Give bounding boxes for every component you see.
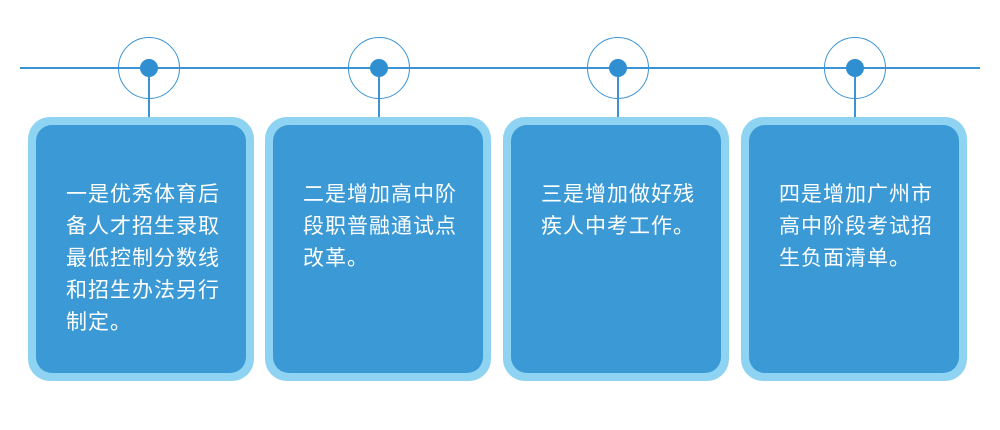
timeline-node-dot-2 — [370, 59, 388, 77]
card-4-text: 四是增加广州市高中阶段考试招生负面清单。 — [779, 182, 933, 270]
card-1-text: 一是优秀体育后备人才招生录取最低控制分数线和招生办法另行制定。 — [66, 182, 220, 334]
card-4: 四是增加广州市高中阶段考试招生负面清单。 — [741, 117, 967, 381]
timeline-node-dot-1 — [140, 59, 158, 77]
card-1: 一是优秀体育后备人才招生录取最低控制分数线和招生办法另行制定。 — [28, 117, 254, 381]
card-1-body: 一是优秀体育后备人才招生录取最低控制分数线和招生办法另行制定。 — [36, 125, 246, 373]
timeline-connector-4 — [854, 76, 856, 124]
card-2: 二是增加高中阶段职普融通试点改革。 — [265, 117, 491, 381]
timeline-connector-1 — [148, 76, 150, 124]
card-2-text: 二是增加高中阶段职普融通试点改革。 — [303, 182, 457, 270]
timeline-node-dot-4 — [846, 59, 864, 77]
card-3-text: 三是增加做好残疾人中考工作。 — [541, 182, 695, 238]
timeline-line — [20, 67, 980, 69]
card-3: 三是增加做好残疾人中考工作。 — [503, 117, 729, 381]
timeline-connector-3 — [617, 76, 619, 124]
card-3-body: 三是增加做好残疾人中考工作。 — [511, 125, 721, 373]
card-2-body: 二是增加高中阶段职普融通试点改革。 — [273, 125, 483, 373]
card-4-body: 四是增加广州市高中阶段考试招生负面清单。 — [749, 125, 959, 373]
timeline-connector-2 — [378, 76, 380, 124]
timeline-node-dot-3 — [609, 59, 627, 77]
